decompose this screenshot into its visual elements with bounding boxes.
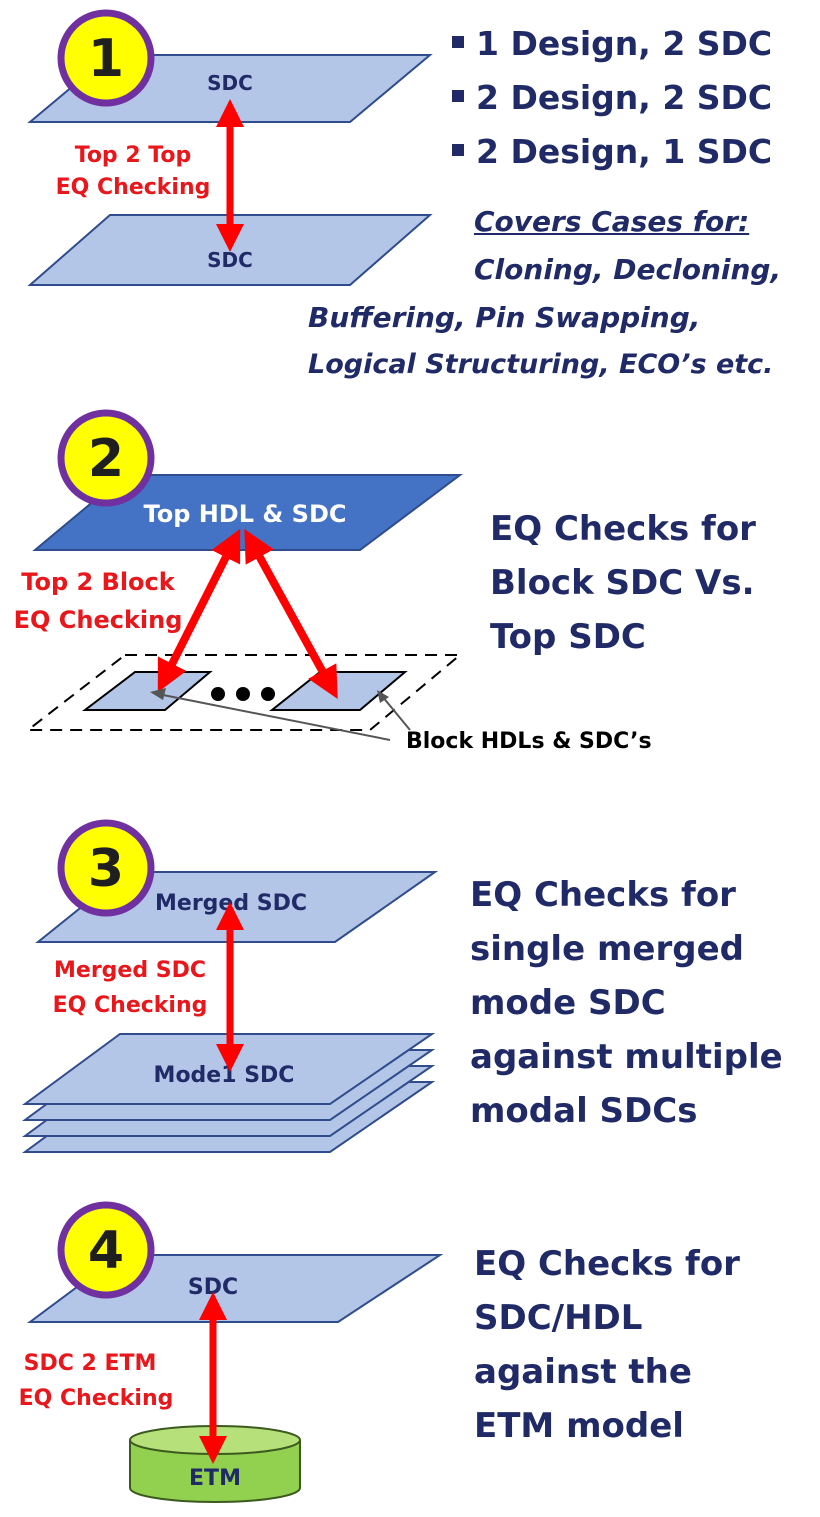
s2-arrow-label-2: EQ Checking [14,606,183,634]
s3-desc-line-2: single merged [470,929,744,969]
s1-arrow-label-1: Top 2 Top [75,143,192,168]
s2-desc-line-2: Block SDC Vs. [490,563,755,603]
s4-desc-line-4: ETM model [474,1406,684,1446]
s2-desc-line-1: EQ Checks for [490,509,756,549]
section-3: Merged SDC Mode1 SDC Merged SDC EQ Check… [21,819,439,1153]
s2-badge-label: 2 [88,429,124,489]
s1-bullet-text-3: 2 Design, 1 SDC [476,132,773,171]
s2-number-badge [57,409,155,507]
s1-bullet-3: 2 Design, 1 SDC [452,132,772,171]
s4-desc-line-3: against the [474,1352,692,1392]
s1-bullet-1: 1 Design, 2 SDC [452,24,772,63]
s4-cylinder-label: ETM [189,1466,241,1491]
s3-number-badge [57,819,155,917]
s2-callout-line-2 [381,695,411,731]
s2-arrow-right [244,528,338,700]
s1-top-plane-label: SDC [207,71,253,95]
s3-arrow-label-1: Merged SDC [54,958,206,983]
s3-top-plane-label: Merged SDC [155,891,307,916]
s2-description: EQ Checks for Block SDC Vs. Top SDC [490,502,756,664]
s4-description: EQ Checks for SDC/HDL against the ETM mo… [474,1237,740,1453]
s4-top-plane-label: SDC [188,1275,238,1300]
s3-desc-line-1: EQ Checks for [470,875,736,915]
s1-bullet-text-2: 2 Design, 2 SDC [476,78,773,117]
s1-covers-line-2: Buffering, Pin Swapping, [308,301,701,334]
s2-ellipsis-dot-2 [236,687,250,701]
s4-arrow-label-1: SDC 2 ETM [24,1351,157,1376]
s3-badge-label: 3 [88,839,124,899]
s4-arrow-label-2: EQ Checking [19,1386,174,1411]
section-1: SDC SDC Top 2 Top EQ Checking 1 [27,9,433,286]
s2-arrow-left [157,528,241,693]
s2-block-plane-right [269,671,408,711]
s3-desc-line-3: mode SDC [470,983,666,1023]
s2-block-plane-left [82,671,213,711]
s4-number-badge [57,1201,155,1299]
s2-arrow-label-1: Top 2 Block [21,568,175,596]
etm-cylinder-outline [129,1440,301,1503]
s2-callout-head-1 [150,688,166,700]
s1-bullet-text-1: 1 Design, 2 SDC [476,24,773,63]
s2-ellipsis-dot-3 [261,687,275,701]
s2-callout-line-1 [157,693,391,741]
s4-desc-line-2: SDC/HDL [474,1298,643,1338]
s2-top-plane [32,474,463,551]
s1-covers-line-3: Logical Structuring, ECO’s etc. [308,349,774,380]
s2-top-plane-label: Top HDL & SDC [144,500,347,528]
section-2: Top HDL & SDC Block HDLs & SDC’s Top 2 B… [14,409,652,754]
s3-arrow-label-2: EQ Checking [53,993,208,1018]
s3-desc-line-5: modal SDCs [470,1091,698,1131]
s1-bullet-marker-2 [452,89,464,102]
s2-ellipsis-dot-1 [211,687,225,701]
s1-number-badge [57,9,155,107]
s4-desc-line-1: EQ Checks for [474,1244,740,1284]
s1-covers-heading: Covers Cases for: [474,205,750,238]
s2-block-callout: Block HDLs & SDC’s [406,729,652,754]
s2-dashed-region [25,654,463,731]
s1-bullet-marker-1 [452,35,464,48]
s2-desc-line-3: Top SDC [490,617,646,657]
s3-stack-plane-label: Mode1 SDC [154,1063,295,1088]
s1-badge-label: 1 [88,29,124,89]
s1-bullet-marker-3 [452,143,464,156]
s1-bullet-2: 2 Design, 2 SDC [452,78,772,117]
s1-arrow-label-2: EQ Checking [56,175,211,200]
s1-bottom-plane-label: SDC [207,248,253,272]
section-4: SDC ETM SDC 2 ETM EQ Checking 4 [19,1201,444,1503]
s4-badge-label: 4 [88,1221,124,1281]
s1-covers-line-1: Cloning, Decloning, [474,253,782,286]
s3-description: EQ Checks for single merged mode SDC aga… [470,868,783,1138]
s3-desc-line-4: against multiple [470,1037,783,1077]
s2-callout-head-2 [377,690,389,703]
